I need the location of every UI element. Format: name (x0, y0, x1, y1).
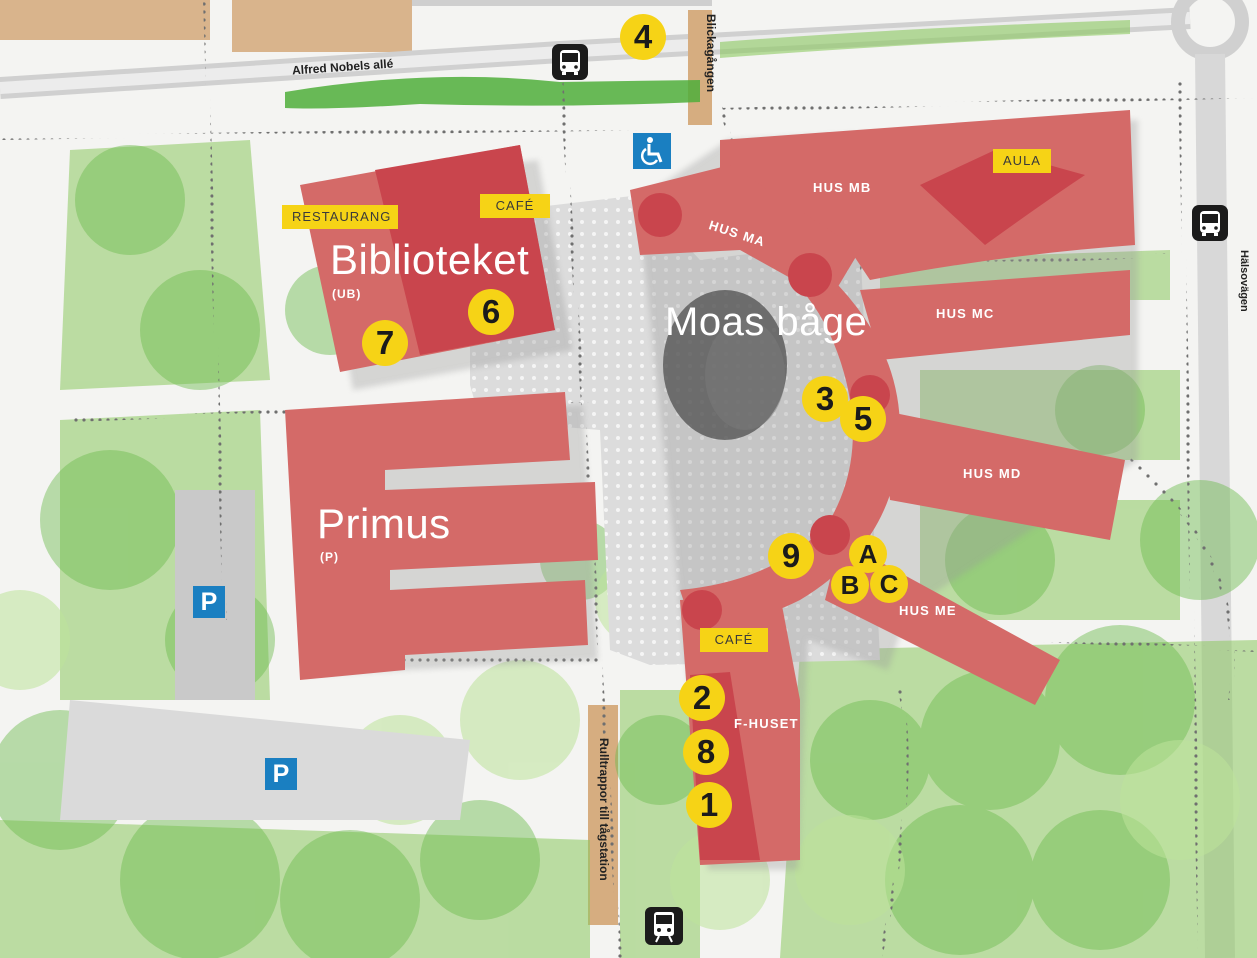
marker-9[interactable]: 9 (768, 533, 814, 579)
label-hus-mc: HUS MC (936, 306, 995, 321)
marker-2[interactable]: 2 (679, 675, 725, 721)
marker-b[interactable]: B (831, 566, 869, 604)
street-rulltrappor: Rulltrappor till tågstation (597, 738, 611, 881)
building-primus (285, 392, 598, 680)
parking-icon[interactable]: P (193, 586, 225, 618)
tag-restaurang: RESTAURANG (282, 205, 398, 229)
block-top (232, 0, 412, 52)
marker-8[interactable]: 8 (683, 729, 729, 775)
train-icon[interactable] (644, 906, 684, 946)
marker-7[interactable]: 7 (362, 320, 408, 366)
bus-icon[interactable] (551, 43, 589, 81)
label-biblioteket: Biblioteket (330, 236, 530, 283)
label-f-huset: F-HUSET (734, 716, 799, 731)
label-moas-bage: Moas båge (665, 300, 868, 344)
aula-hall (920, 150, 1085, 245)
marker-5[interactable]: 5 (840, 396, 886, 442)
tag-cafe-library: CAFÉ (480, 194, 550, 218)
tag-aula: AULA (993, 149, 1051, 173)
bus-icon[interactable] (1191, 204, 1229, 242)
wheelchair-icon[interactable] (633, 133, 671, 169)
label-hus-me: HUS ME (899, 603, 957, 618)
street-blickagangen: Blickagången (704, 14, 718, 93)
block-top-left (0, 0, 210, 40)
marker-1[interactable]: 1 (686, 782, 732, 828)
path-blickagangen (688, 10, 712, 125)
marker-6[interactable]: 6 (468, 289, 514, 335)
marker-4[interactable]: 4 (620, 14, 666, 60)
tag-cafe-fhuset: CAFÉ (700, 628, 768, 652)
parking-icon[interactable]: P (265, 758, 297, 790)
path-escalators (588, 705, 618, 925)
label-primus-sub: (P) (320, 550, 339, 564)
street-halsovagen: Hälsovägen (1238, 250, 1250, 312)
label-biblioteket-sub: (UB) (332, 287, 362, 301)
label-hus-md: HUS MD (963, 466, 1022, 481)
marker-c[interactable]: C (870, 565, 908, 603)
label-hus-mb: HUS MB (813, 180, 872, 195)
label-primus: Primus (317, 500, 451, 547)
